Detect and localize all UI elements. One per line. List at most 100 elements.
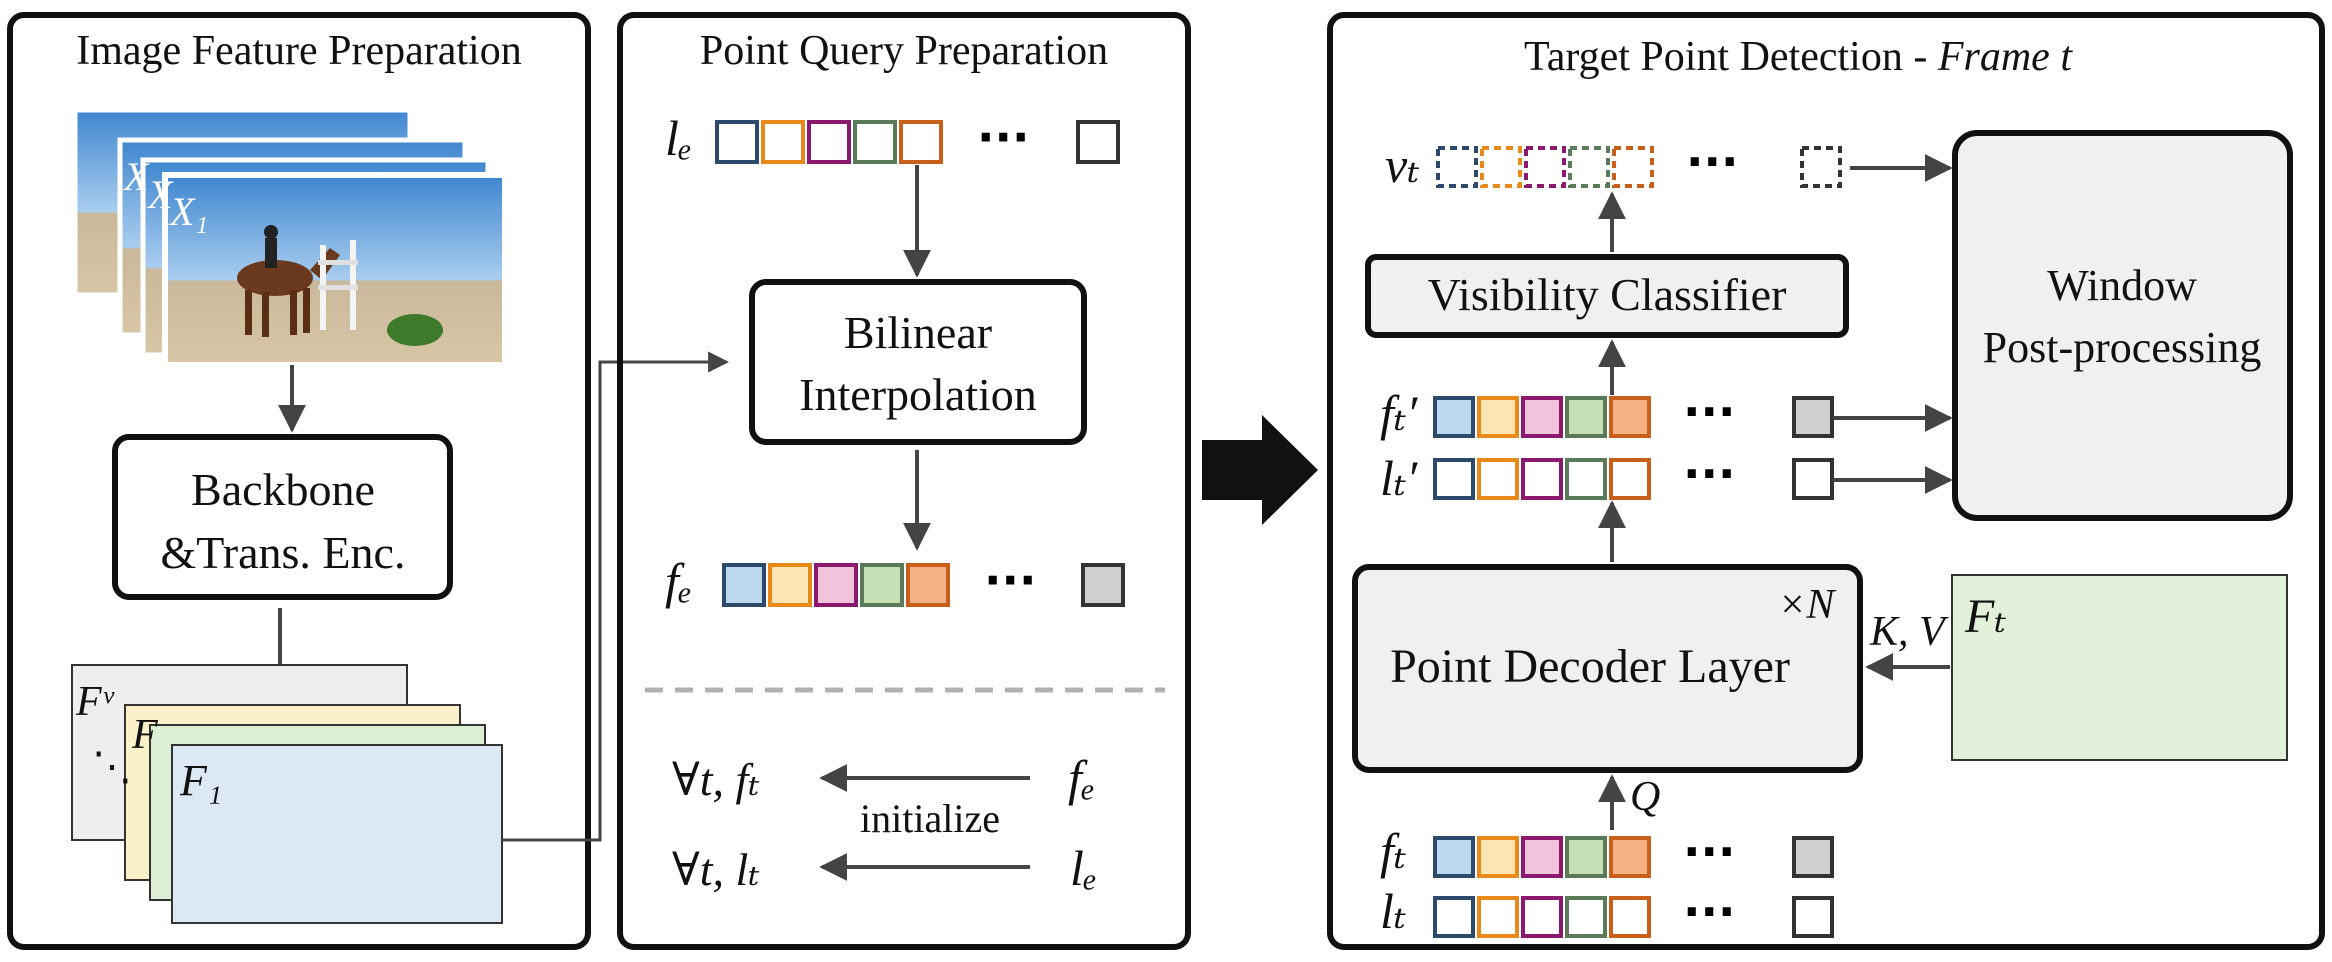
query-token [906,563,950,607]
init-row-f-right: fₑ [1068,750,1095,806]
query-token [1521,396,1563,438]
query-token [860,563,904,607]
query-token [1477,458,1519,500]
query-token [1521,458,1563,500]
feature-label-mid: F [131,712,158,758]
ellipsis-dots: ··· [1683,825,1735,879]
big-transition-arrow [1202,415,1318,525]
query-token [807,120,851,164]
label-le-top: lₑ [665,110,692,166]
frame-label-mid: X [146,172,174,217]
query-token [1524,146,1566,188]
ellipsis-dots: ··· [1683,385,1735,439]
query-token [761,120,805,164]
feature-label-back: Fᵛ [75,679,115,725]
label-vt: vₜ [1385,137,1420,193]
point-decoder-label: Point Decoder Layer [1390,640,1790,693]
feature-label-f1: F₁ [179,756,222,805]
ellipsis-dots: ··· [1683,447,1735,501]
query-token-last [1800,146,1842,188]
token-row-ftp: ··· [1433,385,1834,439]
visibility-classifier-box [1365,254,1849,338]
init-row-l-right: lₑ [1070,840,1097,896]
title-italic: Frame t [1937,34,2073,80]
input-frame-stack: X X X₁ [72,107,508,368]
frame-label-back: X [122,154,150,199]
query-token [1477,396,1519,438]
bilinear-box [749,279,1087,445]
token-row-le: ··· [715,110,1120,164]
label-ft: fₜ [1380,823,1406,879]
panel-title-point-query: Point Query Preparation [700,28,1108,74]
query-token [1436,146,1478,188]
query-token-last [1081,563,1125,607]
query-token [1609,896,1651,938]
query-token [1609,396,1651,438]
ft-feature-map [1951,574,2288,761]
query-token [1521,836,1563,878]
query-token-last [1076,120,1120,164]
query-token [899,120,943,164]
query-token [1433,396,1475,438]
feature-map-f1 [171,744,503,924]
backbone-box [112,434,453,600]
panel-title-image-feature: Image Feature Preparation [76,28,521,74]
ellipsis-dots: ··· [1683,885,1735,939]
arrow-features-to-bilinear [502,351,730,842]
label-lt: lₜ [1380,883,1406,939]
kv-label: K, V [1869,609,1949,655]
query-token [1609,458,1651,500]
token-row-fe: ··· [722,553,1125,607]
query-token-last [1792,396,1834,438]
init-label: initialize [860,796,1000,841]
q-label: Q [1630,774,1660,820]
query-token [1612,146,1654,188]
bilinear-label-2: Interpolation [799,369,1037,420]
query-token [1565,458,1607,500]
query-token [814,563,858,607]
title-prefix: Target Point Detection - [1524,34,1938,80]
query-token [1433,896,1475,938]
ellipsis-dots: ··· [977,110,1029,164]
query-token [715,120,759,164]
query-token [1565,836,1607,878]
window-postprocessing-box [1952,130,2293,521]
label-fe: fₑ [665,553,692,609]
init-row-l-left: ∀t, lₜ [672,844,760,895]
panel-target-detection [1327,12,2325,950]
query-token [1565,896,1607,938]
bilinear-label-1: Bilinear [844,307,992,358]
backbone-label-1: Backbone [191,464,375,515]
token-row-lt: ··· [1433,885,1834,939]
token-row-ltp: ··· [1433,447,1834,501]
query-token [1433,458,1475,500]
query-token [768,563,812,607]
query-token [1433,836,1475,878]
query-token [722,563,766,607]
query-token [1521,896,1563,938]
times-n-label: ×N [1778,582,1836,628]
window-label-1: Window [2047,261,2197,310]
point-decoder-box [1352,564,1863,773]
query-token [1609,836,1651,878]
feature-ellipsis: ⋱ [92,744,132,789]
query-token [853,120,897,164]
query-token-last [1792,836,1834,878]
frame-label-x1: X₁ [168,189,208,234]
panel-title-target-detection: Target Point Detection - Frame t [1524,34,2073,80]
query-token [1568,146,1610,188]
panel-image-feature [7,12,591,950]
ellipsis-dots: ··· [984,553,1036,607]
visibility-classifier-label: Visibility Classifier [1428,269,1787,320]
init-row-f-left: ∀t, fₜ [672,754,760,805]
ellipsis-dots: ··· [1686,135,1738,189]
token-row-ft: ··· [1433,825,1834,879]
panel-point-query [617,12,1191,950]
window-label-2: Post-processing [1983,323,2262,372]
label-ltp: lₜ′ [1380,450,1418,506]
query-token-last [1792,896,1834,938]
input-frame-x1 [162,172,508,368]
feature-map-stack: Fᵛ ⋱ F F₁ [71,664,503,924]
query-token [1477,836,1519,878]
